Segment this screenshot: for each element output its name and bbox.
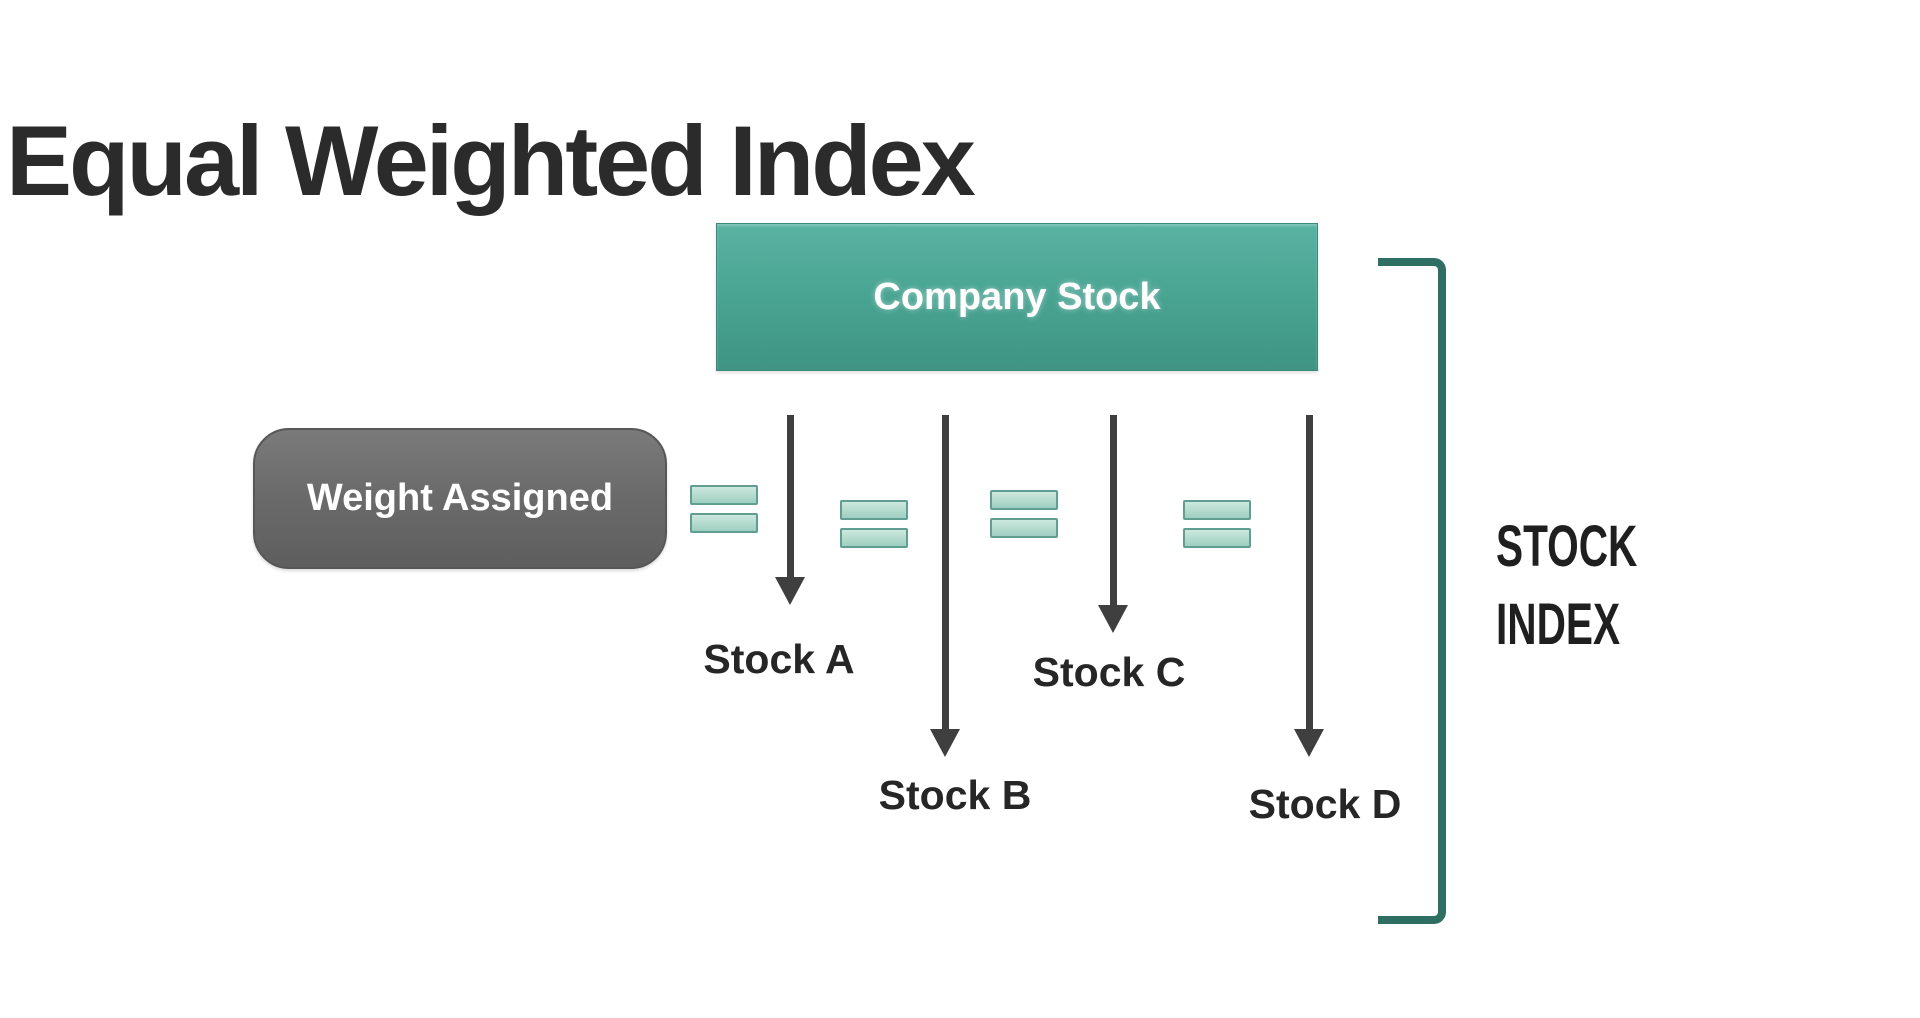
equals-icon [840,500,908,548]
equals-bar [990,518,1058,538]
stock-index-line2: INDEX [1496,592,1621,657]
stock-a-label: Stock A [703,636,855,682]
arrow-down-icon [1291,415,1327,757]
stock-index-label: STOCK INDEX [1496,508,1637,664]
equals-bar [840,500,908,520]
arrow-shaft [1109,415,1117,605]
weight-assigned-label: Weight Assigned [306,477,614,519]
weight-assigned-box: Weight Assigned [253,428,667,569]
arrow-shaft [941,415,949,729]
equals-bar [990,490,1058,510]
equals-icon [690,485,758,533]
equals-bar [690,485,758,505]
arrow-shaft [1305,415,1313,729]
stock-c-label: Stock C [1032,649,1186,695]
equals-icon [1183,500,1251,548]
arrow-down-icon [772,415,808,605]
arrow-down-icon [927,415,963,757]
equals-icon [990,490,1058,538]
equals-bar [690,513,758,533]
arrow-head [775,577,805,605]
stock-b-label: Stock B [878,772,1032,818]
company-stock-box: Company Stock [716,223,1318,371]
equals-bar [1183,500,1251,520]
page-title: Equal Weighted Index [6,105,976,217]
stock-index-line1: STOCK [1496,514,1638,579]
equals-bar [840,528,908,548]
company-stock-label: Company Stock [873,275,1161,318]
equals-bar [1183,528,1251,548]
arrow-head [1098,605,1128,633]
arrow-down-icon [1095,415,1131,633]
arrow-head [1294,729,1324,757]
arrow-head [930,729,960,757]
stock-d-label: Stock D [1248,781,1402,827]
arrow-shaft [786,415,794,577]
right-bracket [1378,258,1446,924]
